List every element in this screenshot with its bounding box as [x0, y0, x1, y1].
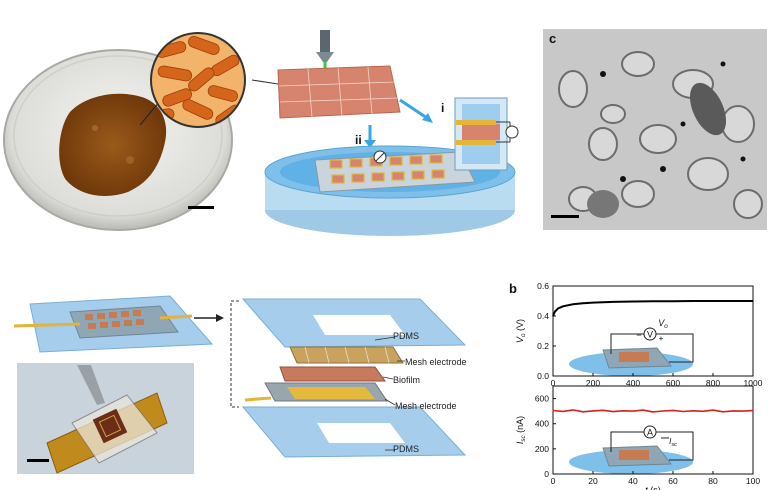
- inset-wire: [610, 431, 694, 461]
- data-point: [552, 409, 554, 412]
- data-point: [672, 409, 674, 411]
- data-point: [602, 409, 604, 411]
- data-point: [662, 410, 664, 412]
- x-tick-label: 600: [666, 378, 680, 388]
- data-point: [592, 302, 594, 304]
- x-tick-label: 400: [626, 378, 640, 388]
- panel-c-label: c: [547, 31, 559, 46]
- panel-b-label: b: [509, 281, 517, 296]
- x-tick-label: 100: [746, 476, 760, 486]
- plot-frame: [552, 285, 754, 377]
- data-point: [612, 411, 614, 413]
- x-tick-label: 1000: [744, 378, 763, 388]
- x-tick-label: 80: [708, 476, 718, 486]
- inset-meter: [643, 327, 657, 341]
- exploded-layer-view: [230, 298, 467, 458]
- data-point: [652, 300, 654, 302]
- data-point: [682, 410, 684, 413]
- y-tick-label: 0.4: [537, 311, 549, 321]
- x-tick-label: 200: [586, 378, 600, 388]
- device-schematic: i ii: [251, 30, 519, 236]
- data-point: [642, 409, 644, 411]
- data-point: [612, 301, 614, 303]
- data-point: [552, 315, 554, 317]
- x-tick-label: 0: [551, 378, 556, 388]
- inset-biofilm: [619, 352, 649, 362]
- inset-device: A Isc: [569, 425, 694, 474]
- voltage-chart: V− + Vo 0 200 400 600 800 1000 0.0 0.2 0.4 0.6 Vo (V): [515, 281, 763, 388]
- data-point: [572, 303, 574, 305]
- tem-scale-bar: [551, 215, 579, 218]
- tem-micrograph: [543, 29, 767, 230]
- data-point: [592, 410, 594, 412]
- inset-plus: +: [659, 334, 664, 343]
- data-point: [732, 410, 734, 412]
- x-axis-label: t (s): [645, 485, 661, 490]
- layer-label-pdms-bottom: PDMS: [393, 444, 420, 454]
- x-tick-label: 20: [588, 476, 598, 486]
- y-tick-label: 0.2: [537, 341, 549, 351]
- data-point: [672, 300, 674, 302]
- data-point: [692, 300, 694, 302]
- inset-meter-label: V: [647, 330, 653, 340]
- data-point: [652, 411, 654, 413]
- arrow-to-exploded: [194, 314, 224, 322]
- data-point: [622, 410, 624, 412]
- photo-scale-bar: [27, 459, 49, 462]
- device-render: [13, 295, 214, 353]
- data-point: [632, 410, 634, 412]
- data-point: [562, 410, 564, 412]
- y-tick-label: 0: [544, 469, 549, 479]
- nanowire-magnified-view: [150, 32, 246, 128]
- inset-meter: [643, 425, 657, 439]
- layer-label-biofilm: Biofilm: [393, 375, 421, 385]
- x-tick-label: 0: [551, 476, 556, 486]
- inset-meter-label: A: [647, 428, 653, 438]
- layer-label-pdms-top: PDMS: [393, 331, 420, 341]
- layer-label-mesh-bottom: Mesh electrode: [395, 401, 457, 411]
- biofilm-sample: [59, 93, 167, 196]
- device-photo: [17, 363, 194, 474]
- inset-current-symbol: Isc: [669, 437, 677, 448]
- data-point: [632, 300, 634, 303]
- y-tick-label: 0.0: [537, 371, 549, 381]
- step-i-label: i: [441, 101, 444, 115]
- y-tick-label: 0.6: [537, 281, 549, 291]
- y-tick-label: 600: [535, 394, 549, 404]
- inset-device: V− + Vo: [569, 318, 694, 376]
- data-point: [554, 310, 556, 313]
- data-point: [692, 410, 694, 412]
- x-tick-label: 800: [706, 378, 720, 388]
- data-point: [582, 302, 584, 304]
- y-axis-label: Isc (nA): [515, 416, 527, 444]
- x-tick-label: 40: [628, 476, 638, 486]
- data-point: [562, 305, 564, 307]
- data-point: [732, 300, 734, 302]
- plot-frame: [552, 385, 754, 475]
- inset-minus: −: [636, 330, 641, 340]
- inset-voltage-symbol: Vo: [658, 318, 668, 330]
- data-point: [752, 300, 754, 302]
- data-point: [752, 410, 754, 412]
- data-point: [702, 410, 704, 412]
- data-point: [557, 307, 559, 310]
- y-axis-label: Vo (V): [515, 319, 527, 343]
- inset-biofilm: [619, 450, 649, 460]
- data-point: [722, 411, 724, 413]
- data-point: [742, 410, 744, 412]
- scale-bar: [188, 206, 214, 209]
- data-point: [572, 409, 574, 411]
- data-point: [712, 409, 714, 411]
- data-point: [712, 300, 714, 302]
- layer-label-mesh-top: Mesh electrode: [405, 357, 467, 367]
- data-point: [582, 411, 584, 413]
- y-tick-label: 400: [535, 419, 549, 429]
- step-ii-label: ii: [355, 133, 362, 147]
- x-tick-label: 60: [668, 476, 678, 486]
- inset-wire: [610, 333, 694, 363]
- y-tick-label: 200: [535, 444, 549, 454]
